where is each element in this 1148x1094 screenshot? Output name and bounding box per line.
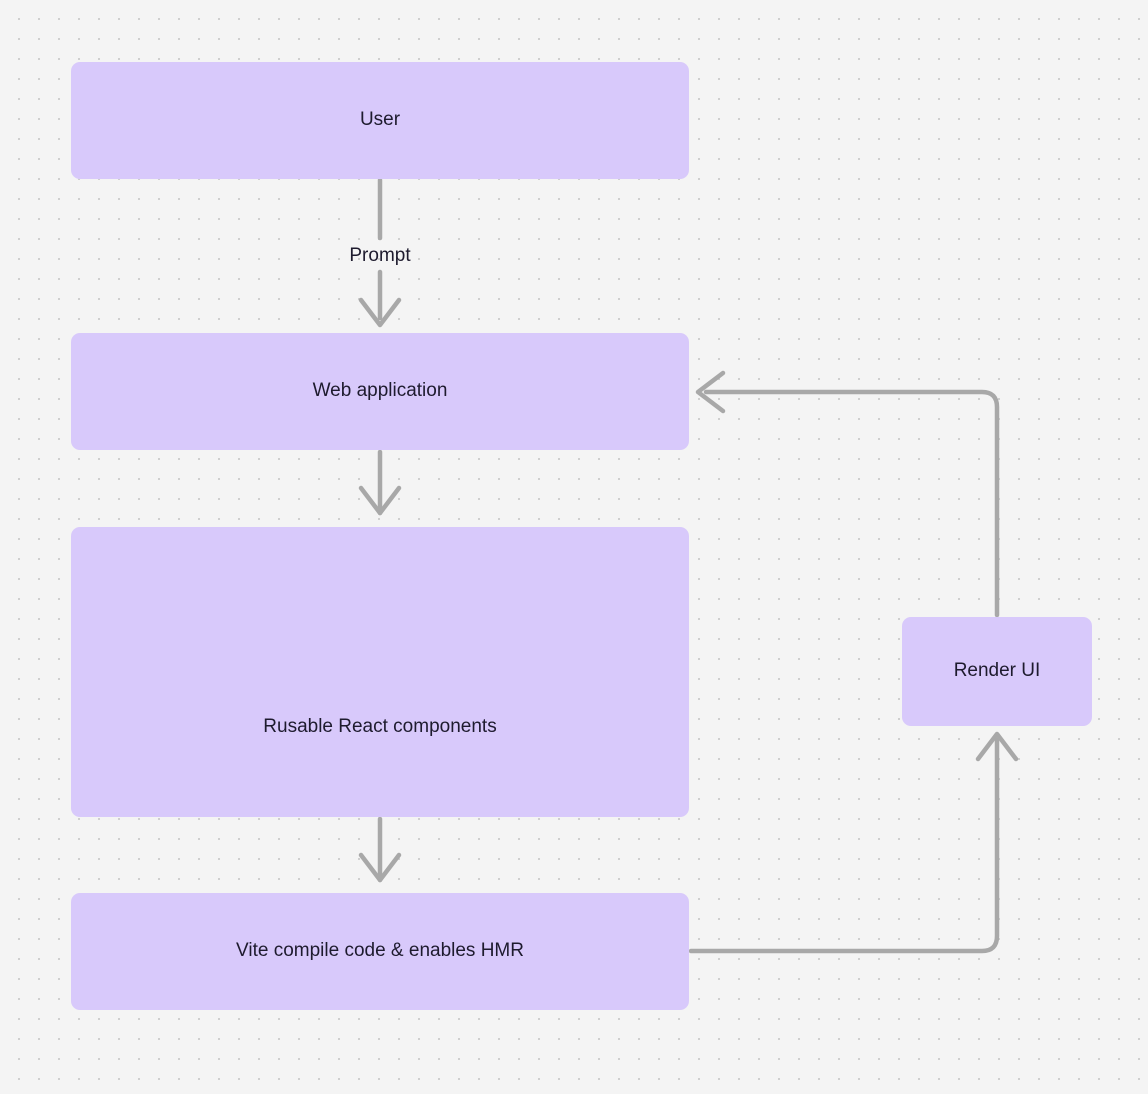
- node-vite-compile[interactable]: Vite compile code & enables HMR: [71, 893, 689, 1010]
- edge-webapp-to-components: [358, 449, 402, 516]
- node-vite-compile-label: Vite compile code & enables HMR: [236, 940, 524, 962]
- node-components-caption: Rusable React components: [263, 716, 497, 737]
- edge-render-to-webapp: [695, 370, 1000, 618]
- edge-vite-to-render: [688, 731, 1019, 954]
- node-web-application-label: Web application: [312, 380, 448, 402]
- edge-label-prompt: Prompt: [349, 245, 411, 266]
- node-user-label: User: [359, 109, 401, 131]
- node-web-application[interactable]: Web application: [71, 333, 689, 450]
- node-render-ui[interactable]: Render UI: [902, 617, 1092, 726]
- node-render-ui-label: Render UI: [953, 660, 1041, 682]
- node-user[interactable]: User: [71, 62, 689, 179]
- node-reusable-react-components[interactable]: HTML = structure CSS = Styles & Layouts …: [71, 527, 689, 817]
- edge-components-to-vite: [358, 816, 402, 883]
